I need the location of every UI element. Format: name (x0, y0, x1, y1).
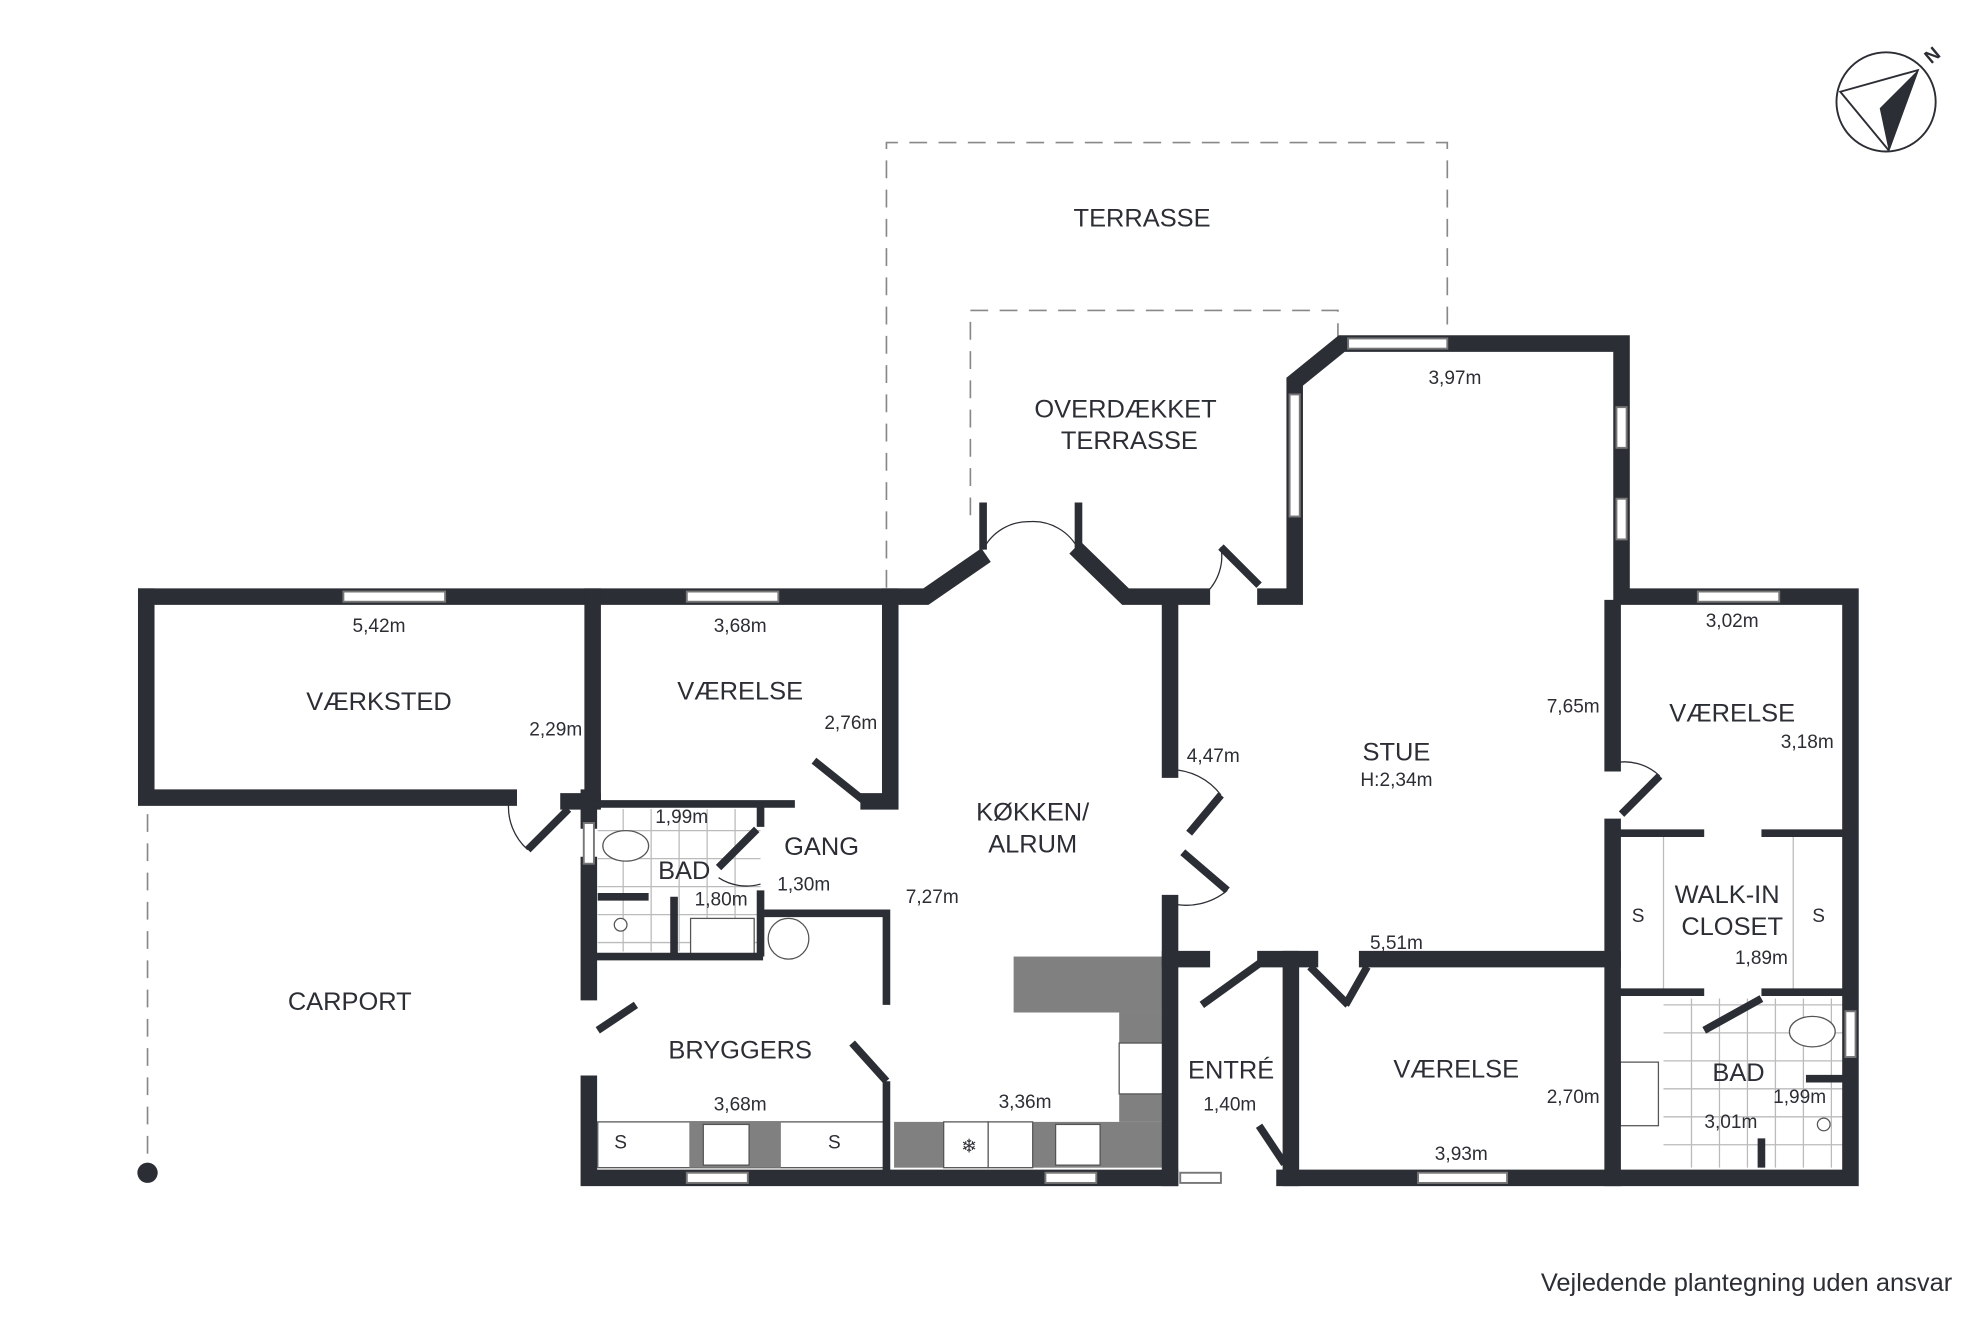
label-koekken-1: KØKKEN/ (976, 798, 1090, 826)
dim-stue-right: 7,65m (1547, 696, 1600, 717)
washbasin-bad-1 (689, 917, 755, 955)
label-carport: CARPORT (288, 988, 412, 1016)
dim-bad1-w: 1,99m (655, 807, 708, 828)
carport-post (137, 1162, 158, 1183)
label-entre: ENTRÉ (1188, 1056, 1274, 1085)
shower-bad-1 (613, 917, 628, 932)
storage-label: S (1632, 906, 1645, 927)
label-bad-2: BAD (1712, 1059, 1764, 1087)
dim-bryggers-w: 3,68m (714, 1094, 767, 1115)
utility-sink (702, 1123, 750, 1166)
label-koekken-2: ALRUM (988, 830, 1077, 858)
windows (342, 337, 1857, 1184)
label-overdaekket-1: OVERDÆKKET (1034, 395, 1216, 423)
room-labels: TERRASSE OVERDÆKKET TERRASSE VÆRKSTED VÆ… (288, 205, 1825, 1154)
dim-bad1-h: 1,80m (695, 890, 748, 911)
kitchen-counters: ❄ (597, 956, 1171, 1169)
label-overdaekket-2: TERRASSE (1061, 427, 1198, 455)
dim-stue-bottom: 5,51m (1370, 933, 1423, 954)
shower-bad-2 (1816, 1117, 1831, 1132)
dim-vaerelse2-w: 3,93m (1435, 1144, 1488, 1165)
dim-vaerksted-h: 2,29m (529, 719, 582, 740)
toilet-bad-1 (602, 830, 650, 862)
dimension-labels: 5,42m 2,29m 3,68m 2,76m 3,97m 4,47m 7,65… (353, 368, 1834, 1165)
dim-vaerelse1-w: 3,68m (714, 616, 767, 637)
dishwasher (987, 1121, 1034, 1169)
label-vaerelse-1: VÆRELSE (677, 678, 803, 706)
label-bad-1: BAD (658, 857, 710, 885)
dim-stue-left: 4,47m (1187, 746, 1240, 767)
kitchen-sink (1054, 1123, 1101, 1166)
dim-vaerelse3-w: 3,02m (1706, 611, 1759, 632)
washing-machine (767, 917, 810, 960)
storage-label: S (614, 1133, 627, 1154)
dim-entre-w: 1,40m (1203, 1094, 1256, 1115)
dim-koekken-h: 7,27m (906, 887, 959, 908)
toilet-bad-2 (1788, 1015, 1836, 1048)
dim-koekken-w: 3,36m (999, 1092, 1052, 1113)
walls (137, 335, 1859, 1187)
label-vaerelse-2: VÆRELSE (1393, 1055, 1519, 1083)
storage-label: S (1812, 906, 1825, 927)
label-vaerksted: VÆRKSTED (306, 688, 452, 716)
dim-bad2-w: 1,99m (1773, 1087, 1826, 1108)
label-gang: GANG (784, 833, 859, 861)
storage-label: S (828, 1133, 841, 1154)
dim-walkin-h: 1,89m (1735, 948, 1788, 969)
snowflake-icon: ❄ (961, 1136, 977, 1157)
fixtures (602, 830, 1836, 1132)
compass-north-label: N (1921, 43, 1945, 68)
label-stue: STUE (1363, 739, 1431, 767)
label-terrasse: TERRASSE (1074, 205, 1211, 233)
dim-vaerelse1-h: 2,76m (824, 713, 877, 734)
dim-vaerksted-w: 5,42m (353, 616, 406, 637)
terrace-outlines (146, 141, 1449, 1164)
doors (507, 502, 1764, 1166)
dim-stue-top: 3,97m (1428, 368, 1481, 389)
label-walkin-1: WALK-IN (1675, 881, 1780, 909)
label-stue-height: H:2,34m (1360, 770, 1432, 791)
dim-bad2-h: 3,01m (1704, 1112, 1757, 1133)
dim-vaerelse2-h: 2,70m (1547, 1087, 1600, 1108)
dim-gang-w: 1,30m (777, 874, 830, 895)
stove (1118, 1042, 1169, 1095)
washbasin-bad-2 (1619, 1061, 1660, 1127)
disclaimer: Vejledende plantegning uden ansvar (1541, 1269, 1953, 1297)
freezer (943, 1121, 989, 1169)
label-bryggers: BRYGGERS (668, 1036, 812, 1064)
label-walkin-2: CLOSET (1681, 913, 1783, 941)
label-vaerelse-3: VÆRELSE (1669, 699, 1795, 727)
dim-vaerelse3-h: 3,18m (1781, 732, 1834, 753)
compass-icon: N (1835, 43, 1945, 153)
